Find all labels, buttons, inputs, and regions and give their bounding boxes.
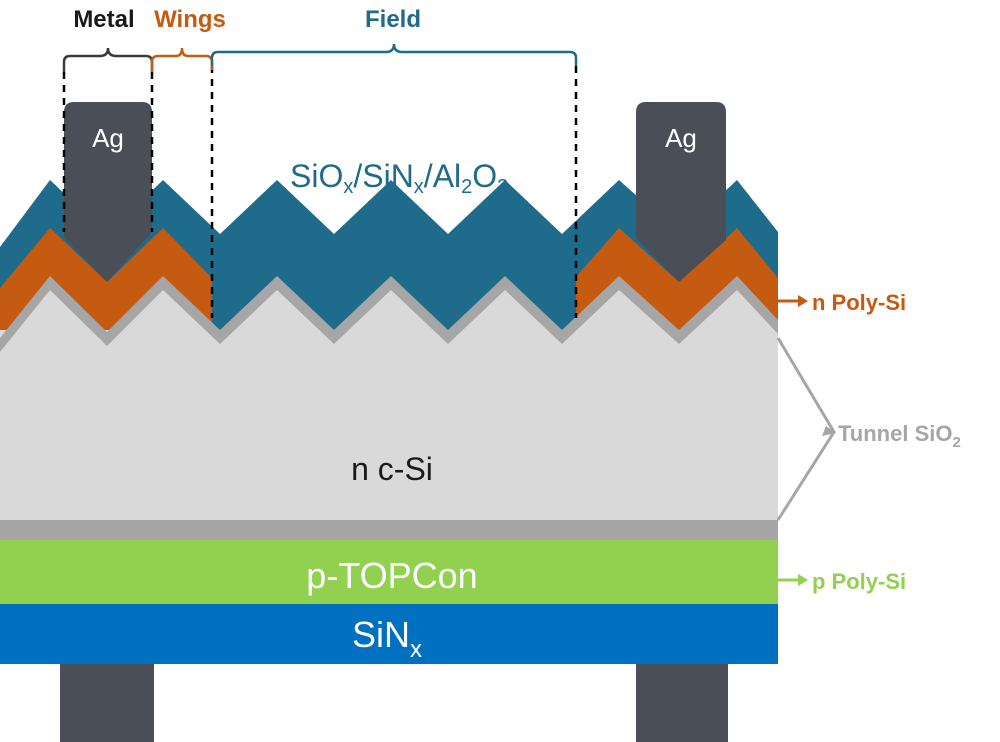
- ag-finger-right: [636, 102, 726, 282]
- rear-tunnel-oxide: [0, 520, 778, 540]
- n-csi-label: n c-Si: [351, 451, 433, 487]
- ag-finger-left: [64, 102, 152, 282]
- passivation-label: SiOx/SiNx/Al2O3: [290, 158, 508, 198]
- field-label: Field: [365, 6, 421, 33]
- p-poly-arrow: [778, 574, 808, 586]
- region-boundaries: [62, 66, 578, 318]
- wings-brace: [150, 47, 214, 72]
- tunnel-arrows: [776, 337, 836, 521]
- n-poly-si-label: n Poly-Si: [812, 290, 906, 315]
- rear-sinx-label: SiNx: [352, 614, 422, 663]
- metal-brace: [62, 47, 154, 72]
- rear-contact-left: [60, 664, 154, 742]
- n-poly-arrow: [778, 295, 808, 307]
- field-brace: [210, 43, 578, 66]
- rear-contact-right: [636, 664, 728, 742]
- p-topcon-label: p-TOPCon: [306, 555, 477, 596]
- ag-label-right: Ag: [665, 123, 697, 153]
- rear-sinx-layer: [0, 604, 778, 664]
- p-poly-si-label: p Poly-Si: [812, 569, 906, 594]
- wings-label: Wings: [154, 6, 226, 33]
- ag-label-left: Ag: [92, 123, 124, 153]
- p-topcon-layer: [0, 540, 778, 604]
- tunnel-sio2-label: Tunnel SiO2: [838, 421, 961, 451]
- csi-texture: [0, 290, 778, 365]
- metal-label: Metal: [73, 6, 134, 33]
